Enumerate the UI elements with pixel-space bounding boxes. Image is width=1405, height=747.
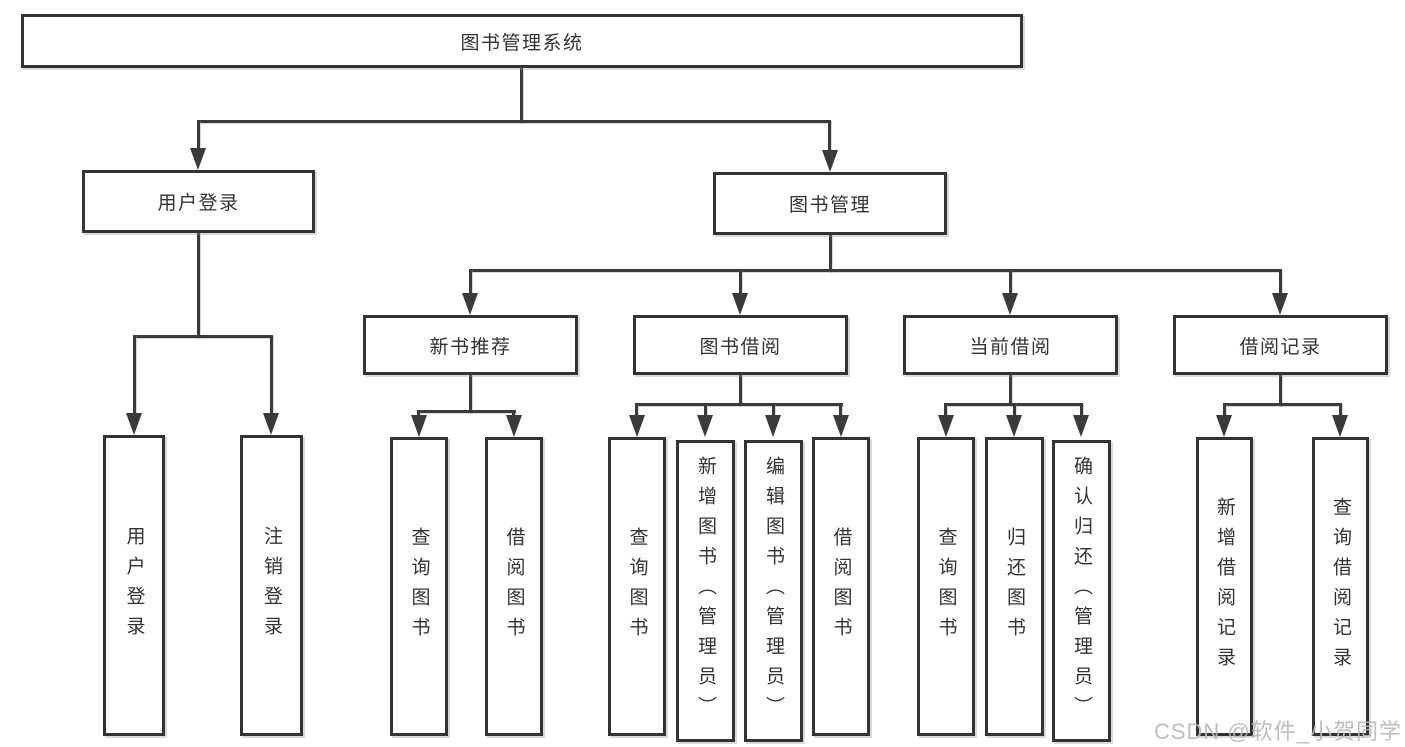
node-book-management: 图书管理: [713, 172, 947, 235]
connector-line: [739, 374, 742, 406]
arrowhead-icon: [697, 415, 713, 437]
leaf-query-books-borrow: 查询图书: [608, 437, 666, 736]
connector-line: [469, 269, 1281, 272]
connector-line: [829, 235, 832, 272]
connector-line: [133, 335, 273, 338]
connector-line: [1279, 374, 1282, 406]
connector-line: [1009, 269, 1012, 297]
node-borrow-records: 借阅记录: [1173, 315, 1388, 375]
arrowhead-icon: [833, 415, 849, 437]
arrowhead-icon: [126, 413, 142, 435]
leaf-add-borrow-record: 新增借阅记录: [1196, 437, 1253, 736]
connector-line: [704, 403, 707, 418]
leaf-label: 查询图书: [626, 526, 648, 647]
arrowhead-icon: [462, 293, 478, 315]
arrowhead-icon: [629, 415, 645, 437]
connector-line: [739, 269, 742, 297]
connector-line: [839, 403, 842, 418]
leaf-label: 借阅图书: [830, 526, 852, 647]
connector-line: [944, 403, 947, 418]
arrowhead-icon: [263, 413, 279, 435]
connector-line: [635, 403, 843, 406]
connector-line: [417, 410, 420, 418]
arrowhead-icon: [1002, 293, 1018, 315]
connector-line: [1009, 374, 1012, 406]
connector-line: [197, 232, 200, 338]
leaf-label: 借阅图书: [503, 526, 525, 647]
connector-line: [197, 120, 200, 152]
leaf-query-borrow-record: 查询借阅记录: [1312, 437, 1369, 736]
arrowhead-icon: [506, 415, 522, 437]
connector-line: [133, 335, 136, 417]
node-user-login: 用户登录: [82, 170, 315, 233]
leaf-label: 查询图书: [935, 526, 957, 647]
leaf-user-login: 用户登录: [103, 435, 165, 736]
leaf-label: 新增借阅记录: [1214, 496, 1235, 677]
leaf-label: 归还图书: [1004, 526, 1025, 647]
connector-line: [1339, 403, 1342, 418]
node-root: 图书管理系统: [21, 14, 1023, 68]
connector-line: [772, 403, 775, 418]
arrowhead-icon: [765, 415, 781, 437]
arrowhead-icon: [1332, 415, 1348, 437]
connector-line: [635, 403, 638, 418]
arrowhead-icon: [190, 148, 206, 170]
leaf-borrow-books: 借阅图书: [812, 437, 870, 736]
arrowhead-icon: [1073, 415, 1089, 437]
connector-line: [828, 120, 831, 154]
connector-line: [1013, 403, 1016, 418]
arrowhead-icon: [411, 415, 427, 437]
connector-line: [1080, 403, 1083, 418]
connector-line: [469, 374, 472, 413]
leaf-edit-books-admin: 编辑图书（管理员）: [744, 440, 803, 742]
leaf-logout: 注销登录: [240, 435, 303, 736]
connector-line: [197, 120, 831, 123]
leaf-borrow-books-recommend: 借阅图书: [485, 437, 543, 736]
leaf-label: 确认归还（管理员）: [1071, 456, 1092, 726]
arrowhead-icon: [1216, 415, 1232, 437]
leaf-add-books-admin: 新增图书（管理员）: [676, 440, 735, 742]
arrowhead-icon: [1006, 415, 1022, 437]
leaf-label: 新增图书（管理员）: [695, 456, 716, 726]
connector-line: [1279, 269, 1282, 297]
node-new-book-recommend: 新书推荐: [363, 315, 578, 375]
connector-line: [1223, 403, 1342, 406]
leaf-label: 查询借阅记录: [1330, 496, 1351, 677]
arrowhead-icon: [1272, 293, 1288, 315]
connector-line: [469, 269, 472, 297]
arrowhead-icon: [822, 150, 838, 172]
leaf-label: 查询图书: [408, 526, 430, 647]
leaf-label: 编辑图书（管理员）: [763, 456, 784, 726]
node-current-borrow: 当前借阅: [903, 315, 1118, 375]
leaf-label: 注销登录: [261, 525, 282, 646]
csdn-watermark: CSDN @软件_小贺同学: [1153, 719, 1402, 744]
leaf-label: 用户登录: [123, 525, 145, 646]
leaf-confirm-return-admin: 确认归还（管理员）: [1052, 440, 1111, 742]
connector-line: [1223, 403, 1226, 418]
leaf-return-books: 归还图书: [985, 437, 1044, 736]
leaf-query-books-current: 查询图书: [917, 437, 975, 736]
connector-line: [270, 335, 273, 417]
arrowhead-icon: [938, 415, 954, 437]
connector-line: [520, 68, 523, 123]
leaf-query-books-recommend: 查询图书: [390, 437, 448, 736]
connector-line: [417, 410, 516, 413]
node-book-borrow: 图书借阅: [633, 315, 848, 375]
arrowhead-icon: [732, 293, 748, 315]
connector-line: [512, 410, 515, 418]
